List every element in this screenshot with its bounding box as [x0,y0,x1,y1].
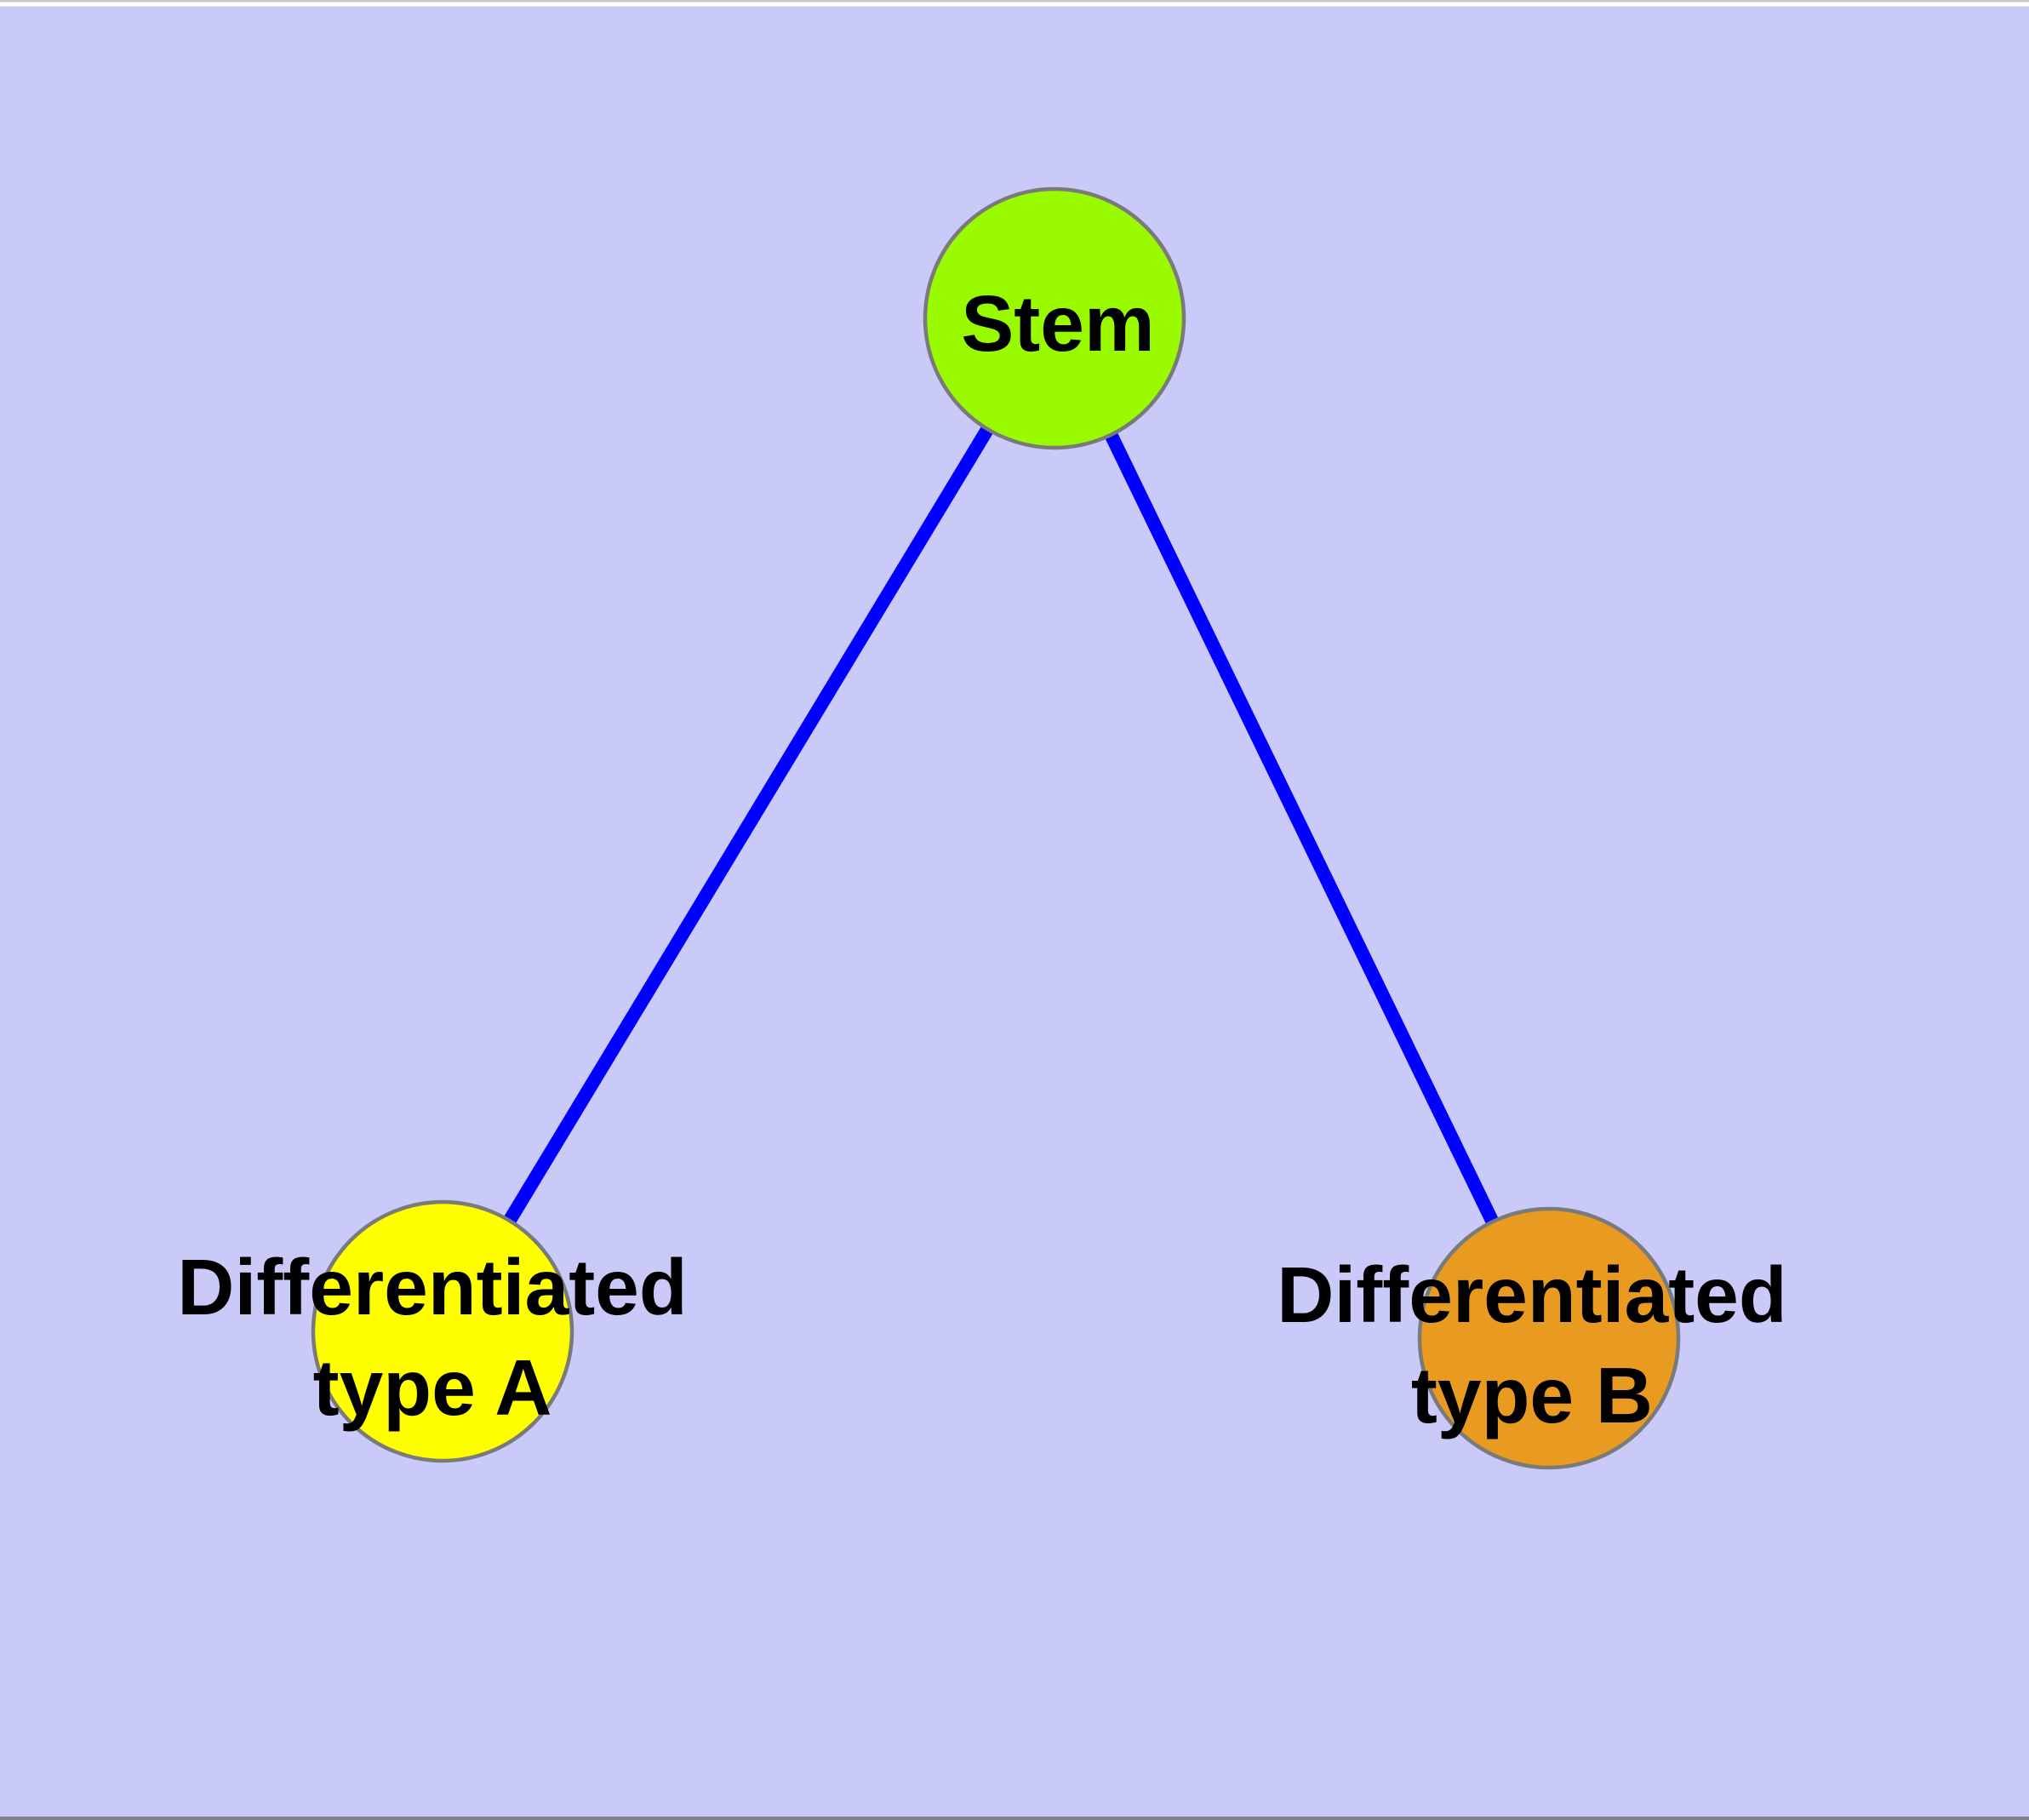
node-stem [923,186,1186,450]
node-label-type-a-line1: Differentiated [177,1243,687,1331]
node-label-type-a-line2: type A [313,1343,552,1432]
node-differentiated-type-a [311,1199,574,1463]
node-label-stem: Stem [961,279,1154,368]
edge-stem-to-type-b [1048,315,1556,1342]
edge-stem-to-type-a [437,314,1060,1336]
node-label-type-b-line1: Differentiated [1277,1251,1786,1339]
node-differentiated-type-b [1417,1206,1681,1470]
bottom-hairline [0,1817,2029,1820]
top-hairline [0,0,2029,3]
top-margin-strip [0,2,2029,7]
node-label-type-b-line2: type B [1411,1351,1653,1439]
